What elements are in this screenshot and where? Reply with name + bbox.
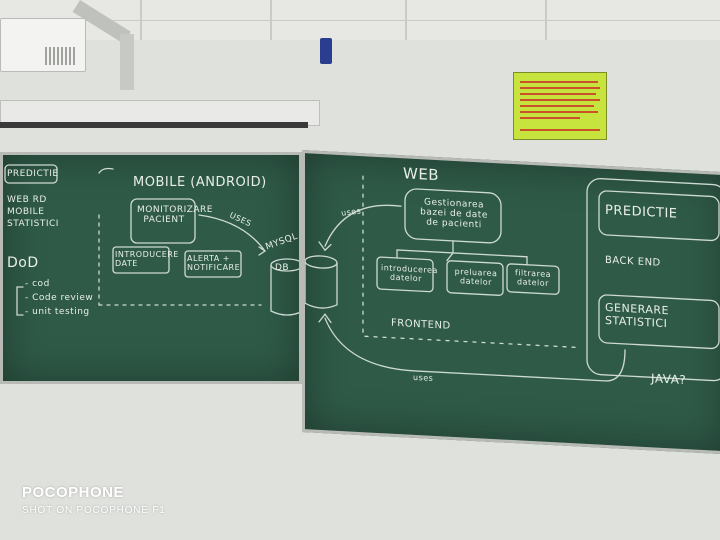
uses-arrow-bottom bbox=[324, 317, 626, 382]
menu-item: PREDICTIE bbox=[7, 169, 59, 179]
sub-box bbox=[446, 260, 504, 296]
wall-pipe bbox=[120, 34, 134, 90]
menu-item: WEB RD bbox=[7, 195, 47, 205]
db-label: DB bbox=[275, 263, 290, 273]
notice-text-line bbox=[520, 87, 600, 89]
chalk-mark bbox=[98, 167, 114, 174]
dod-item: - unit testing bbox=[25, 307, 90, 317]
wall-notice-sign bbox=[513, 72, 607, 140]
predictie-box bbox=[598, 190, 720, 242]
uses-arrow-top bbox=[324, 204, 402, 247]
main-box-label: Gestionarea bazei de date de pacienti bbox=[420, 197, 488, 231]
uses-arrow bbox=[198, 214, 266, 252]
mobile-title: MOBILE (ANDROID) bbox=[133, 175, 267, 190]
predictie-box bbox=[4, 164, 58, 184]
db-cylinder-body bbox=[270, 264, 299, 316]
statistici-box bbox=[598, 294, 720, 350]
menu-item: MOBILE bbox=[7, 207, 45, 217]
notice-text-line bbox=[520, 99, 600, 101]
right-chalkboard: WEB uses Gestionarea bazei de date de pa… bbox=[302, 150, 720, 455]
sub-box-label: preluarea datelor bbox=[454, 266, 498, 287]
notice-text-line bbox=[520, 105, 594, 107]
uses-label: uses bbox=[413, 372, 434, 383]
left-chalkboard: PREDICTIE WEB RD MOBILE STATISTICI MOBIL… bbox=[0, 152, 302, 384]
arrow-head bbox=[258, 246, 267, 256]
monitorizare-box bbox=[130, 198, 196, 244]
menu-item: STATISTICI bbox=[7, 219, 59, 229]
sub-box-label: introducerea datelor bbox=[381, 263, 438, 284]
sub-box bbox=[506, 263, 560, 295]
backend-frame bbox=[586, 177, 720, 382]
notice-text-line bbox=[520, 117, 580, 119]
sub-box-label: filtrarea datelor bbox=[514, 268, 552, 288]
tree-connectors bbox=[396, 240, 528, 266]
camera-watermark-brand: POCOPHONE bbox=[22, 484, 125, 501]
wall-socket bbox=[320, 38, 332, 64]
monitorizare-label: MONITORIZARE PACIENT bbox=[137, 205, 213, 225]
db-cylinder-body bbox=[305, 260, 338, 309]
dod-item: - cod bbox=[25, 279, 50, 289]
dod-bracket bbox=[16, 286, 24, 316]
java-label: JAVA? bbox=[651, 371, 687, 388]
dod-title: DoD bbox=[7, 255, 39, 271]
db-cylinder-top bbox=[305, 255, 338, 269]
introducere-box bbox=[112, 246, 170, 274]
dod-item: - Code review bbox=[25, 293, 94, 303]
introducere-label: INTRODUCERE DATE bbox=[115, 250, 179, 268]
camera-watermark-caption: SHOT ON POCOPHONE F1 bbox=[22, 505, 166, 516]
notice-text-line bbox=[520, 129, 600, 131]
arrow-head bbox=[318, 313, 332, 324]
projector-screen-roll bbox=[0, 122, 308, 128]
notice-text-line bbox=[520, 111, 598, 113]
right-board-chalk-drawings bbox=[305, 175, 720, 382]
alerta-box bbox=[184, 250, 242, 278]
notice-text-line bbox=[520, 81, 598, 83]
left-board-chalk-drawings bbox=[4, 164, 299, 316]
air-conditioner bbox=[0, 18, 86, 72]
arrow-head bbox=[318, 241, 332, 252]
sub-box bbox=[376, 256, 434, 293]
alerta-label: ALERTA + NOTIFICARE bbox=[187, 254, 241, 272]
notice-text-line bbox=[520, 93, 596, 95]
web-title: WEB bbox=[403, 164, 440, 185]
ceiling-seam bbox=[0, 20, 720, 21]
projector-screen-housing bbox=[0, 100, 320, 126]
air-conditioner-vent bbox=[45, 47, 75, 65]
